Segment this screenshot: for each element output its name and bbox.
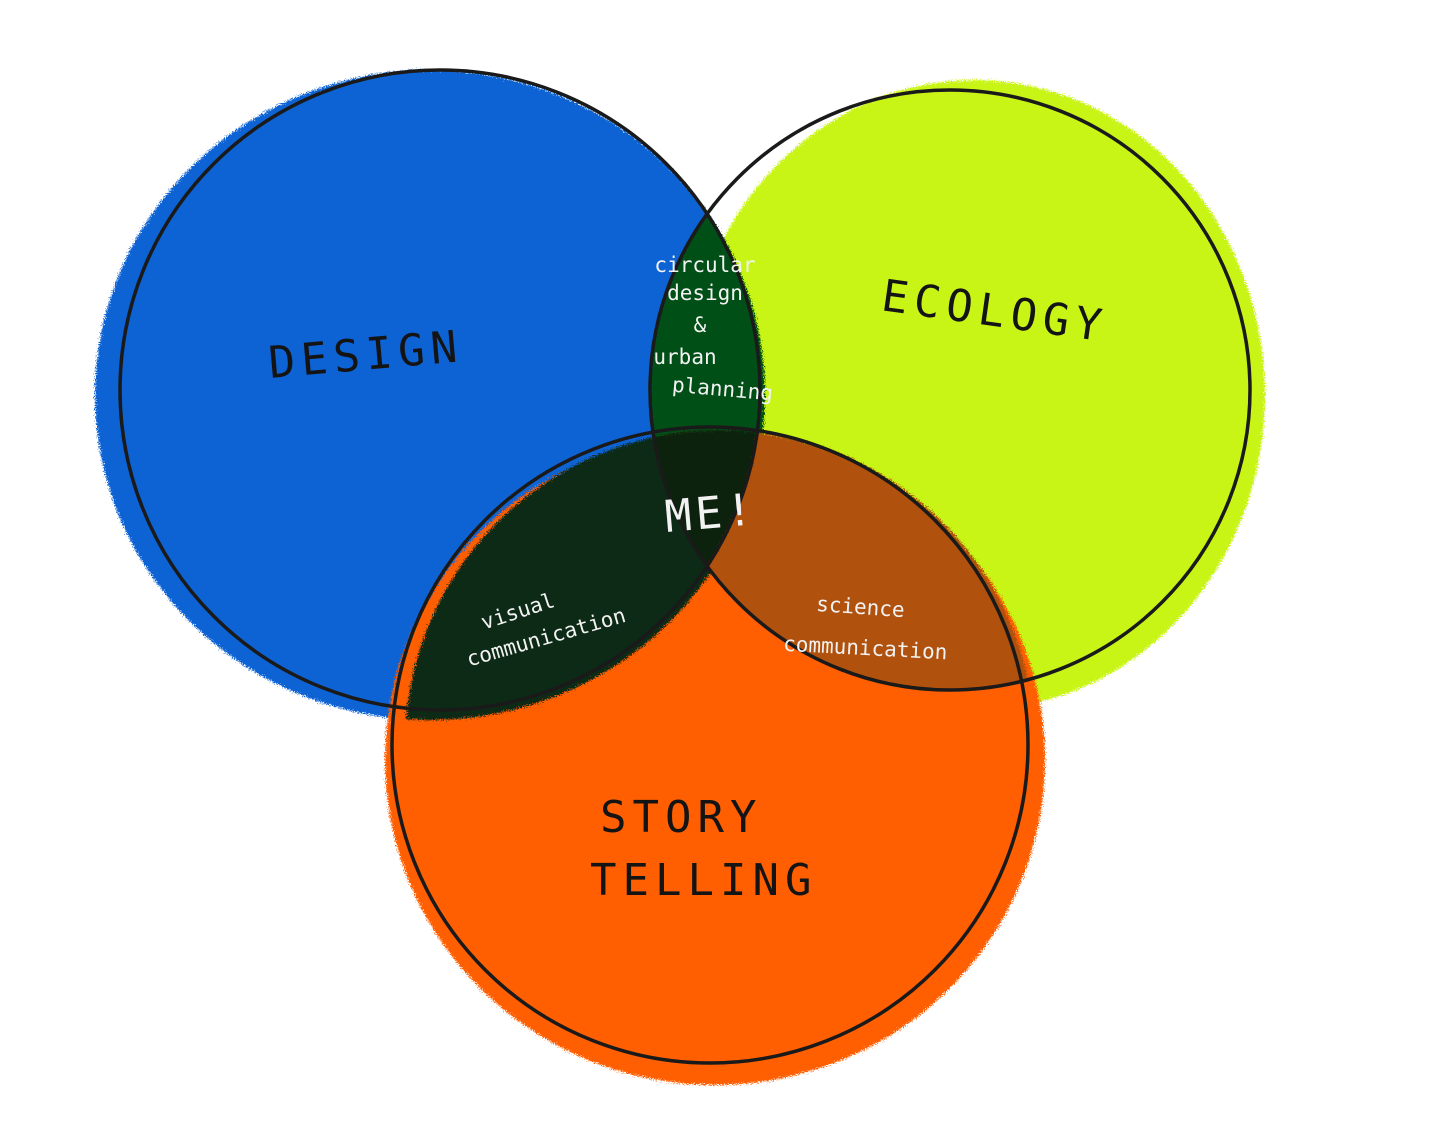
- storytelling-label-line1: STORY: [600, 792, 762, 843]
- circular-design-line2: design: [667, 281, 743, 305]
- design-storytelling-overlap: [405, 430, 765, 720]
- storytelling-circle-outline: [390, 425, 1030, 1065]
- circular-design-line3: &: [694, 313, 707, 337]
- ecology-circle-outline: [648, 88, 1252, 692]
- circular-design-line1: circular: [654, 253, 755, 277]
- storytelling-label-line2: TELLING: [590, 855, 817, 906]
- design-circle-outline: [118, 68, 762, 712]
- me-label: ME!: [663, 484, 759, 543]
- circular-design-line4: urban: [653, 345, 716, 369]
